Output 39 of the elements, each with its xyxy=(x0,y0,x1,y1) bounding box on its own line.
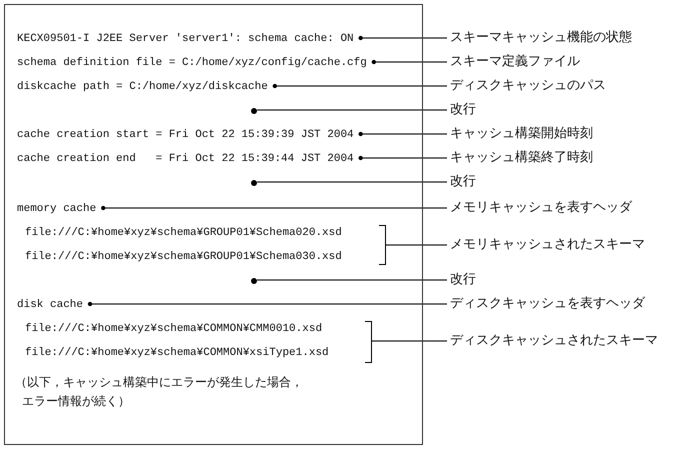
log-line: cache creation end = Fri Oct 22 15:39:44 JST 2004 xyxy=(17,152,361,166)
log-line: file:///C:¥home¥xyz¥schema¥COMMON¥CMM0010.xsd xyxy=(25,322,330,336)
leader-line xyxy=(358,36,448,40)
callout-label: メモリキャッシュを表すヘッダ xyxy=(450,200,632,216)
leader-line xyxy=(101,206,448,210)
callout-label: スキーマキャッシュ機能の状態 xyxy=(450,30,632,46)
bracket xyxy=(379,225,386,265)
note-text: （以下，キャッシュ構築中にエラーが発生した場合，エラー情報が続く） xyxy=(15,373,306,411)
log-line: cache creation start = Fri Oct 22 15:39:39 JST 2004 xyxy=(17,128,361,142)
console-output-panel xyxy=(4,4,423,445)
callout-label: ディスクキャッシュのパス xyxy=(450,78,606,94)
callout-label: 改行 xyxy=(450,272,476,288)
callout-label: スキーマ定義ファイル xyxy=(450,54,580,70)
leader-line xyxy=(358,156,448,160)
log-line: memory cache xyxy=(17,202,104,216)
leader-line xyxy=(372,60,448,64)
callout-label: メモリキャッシュされたスキーマ xyxy=(450,237,645,253)
callout-label: ディスクキャッシュを表すヘッダ xyxy=(450,296,645,312)
log-line: diskcache path = C:/home/xyz/diskcache xyxy=(17,80,275,94)
callout-label: 改行 xyxy=(450,102,476,118)
callout-label: キャッシュ構築終了時刻 xyxy=(450,150,593,166)
dot xyxy=(251,180,257,186)
log-line: KECX09501-I J2EE Server 'server1': schema cache: ON xyxy=(17,32,361,46)
log-line: file:///C:¥home¥xyz¥schema¥GROUP01¥Schema030.xsd xyxy=(25,250,349,264)
leader-line xyxy=(386,244,448,246)
callout-label: キャッシュ構築開始時刻 xyxy=(450,126,593,142)
leader-line xyxy=(372,340,448,342)
callout-label: 改行 xyxy=(450,174,476,190)
log-line: disk cache xyxy=(17,298,90,312)
log-line: schema definition file = C:/home/xyz/config/cache.cfg xyxy=(17,56,374,70)
dot xyxy=(251,108,257,114)
leader-line xyxy=(358,132,448,136)
dot xyxy=(251,278,257,284)
callout-label: ディスクキャッシュされたスキーマ xyxy=(450,333,658,349)
leader-line xyxy=(272,84,448,88)
log-line: file:///C:¥home¥xyz¥schema¥COMMON¥xsiType1.xsd xyxy=(25,346,336,360)
bracket xyxy=(365,321,372,363)
log-line: file:///C:¥home¥xyz¥schema¥GROUP01¥Schema020.xsd xyxy=(25,226,349,240)
leader-line xyxy=(88,302,448,306)
